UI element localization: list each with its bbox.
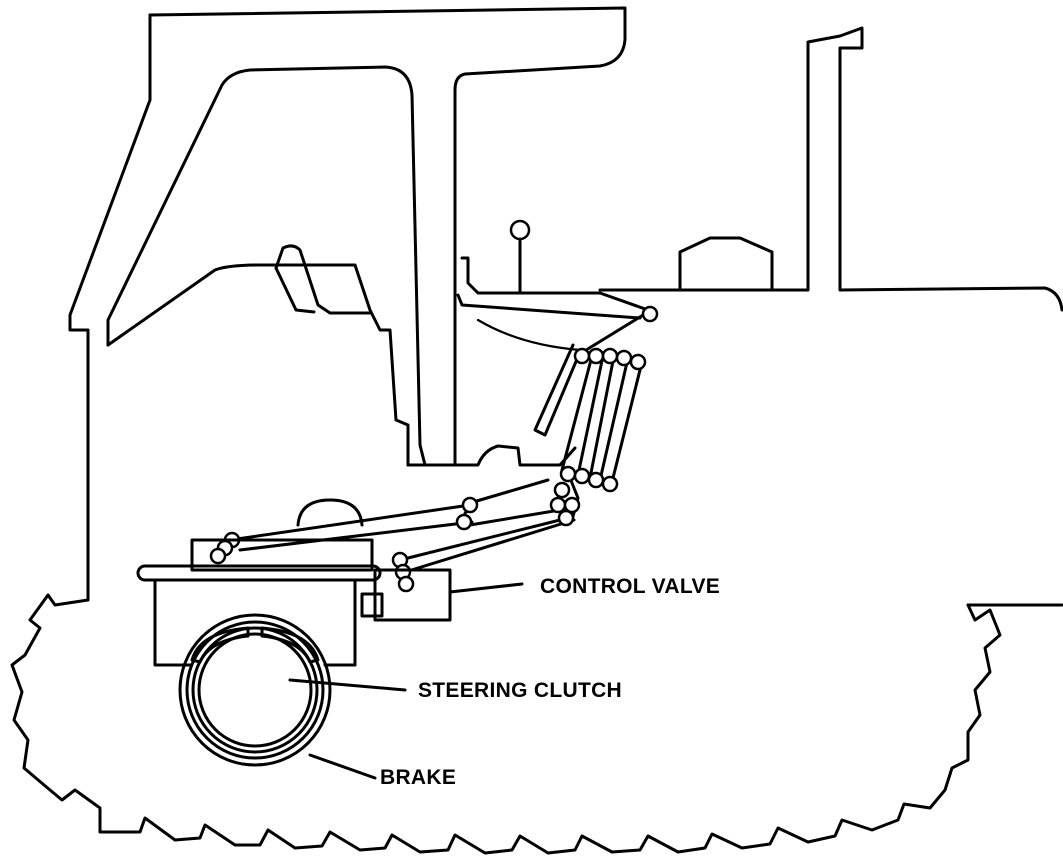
leader-lines (288, 582, 524, 780)
engine-hood (453, 26, 1063, 607)
steering-clutch-brake (178, 613, 332, 767)
linkage-pivots (209, 305, 659, 593)
steering-housing (136, 498, 384, 667)
operator-seat (274, 244, 372, 315)
track (10, 593, 1002, 855)
control-valve (373, 568, 452, 622)
control-valve-label: CONTROL VALVE (540, 575, 720, 598)
brake-label: BRAKE (380, 766, 456, 789)
control-lever (456, 219, 650, 352)
steering-clutch-label: STEERING CLUTCH (418, 679, 622, 702)
canopy (68, 6, 627, 602)
